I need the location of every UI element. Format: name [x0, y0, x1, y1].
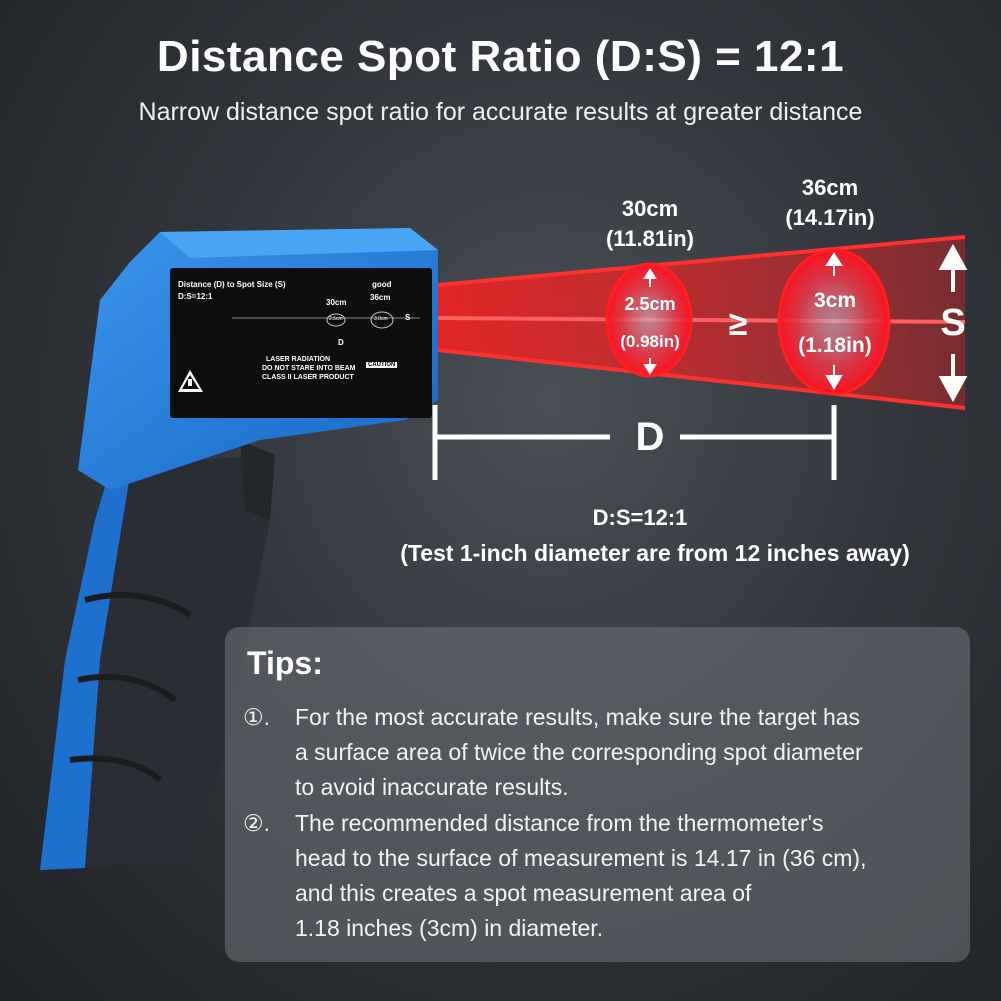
tip-item: ①. For the most accurate results, make s… — [243, 700, 958, 805]
near-spot-in: (0.98in) — [620, 332, 680, 351]
tip-number: ②. — [243, 810, 271, 836]
near-spot-cm: 2.5cm — [624, 294, 676, 314]
page-title: Distance Spot Ratio (D:S) = 12:1 — [156, 32, 845, 81]
near-distance-label: 30cm (11.81in) — [570, 194, 730, 254]
page-subtitle: Narrow distance spot ratio for accurate … — [138, 98, 863, 126]
beam-lower-edge — [437, 348, 966, 410]
d-dimension-label: D — [635, 415, 665, 459]
beam-upper-edge — [437, 235, 966, 287]
ratio-text: D:S=12:1 — [592, 505, 688, 530]
device-label-s: S — [405, 313, 411, 322]
thermometer-device — [40, 228, 438, 870]
device-label-spot2: 3.0cm — [374, 316, 388, 322]
tip-line: 1.18 inches (3cm) in diameter. — [295, 915, 604, 941]
far-distance-in: (14.17in) — [785, 205, 875, 230]
far-spot-in: (1.18in) — [798, 334, 872, 357]
near-spot-circle — [605, 262, 693, 378]
ratio-note: (Test 1-inch diameter are from 12 inches… — [400, 540, 910, 566]
far-distance-cm: 36cm — [801, 175, 859, 200]
device-label-d: D — [338, 338, 344, 347]
device-warning-line2: DO NOT STARE INTO BEAM — [262, 365, 356, 372]
tip-line: head to the surface of measurement is 14… — [295, 845, 867, 871]
device-label-good: good — [372, 280, 392, 289]
device-warning-line3: CLASS II LASER PRODUCT — [262, 374, 354, 381]
tip-line: For the most accurate results, make sure… — [295, 704, 861, 730]
tip-line: The recommended distance from the thermo… — [295, 810, 824, 836]
far-distance-label: 36cm (14.17in) — [750, 173, 910, 233]
tip-item: ②. The recommended distance from the the… — [243, 806, 958, 946]
device-label-heading: Distance (D) to Spot Size (S) — [178, 280, 286, 289]
tip-number: ①. — [243, 704, 271, 730]
tips-panel: Tips: ①. For the most accurate results, … — [225, 627, 970, 962]
device-label-dist1: 30cm — [326, 298, 347, 307]
device-label-ratio: D:S=12:1 — [178, 292, 213, 301]
tips-heading: Tips: — [247, 645, 323, 681]
device-label-spot1: 2.5cm — [329, 316, 343, 322]
s-dimension-label: S — [940, 302, 966, 344]
tip-line: a surface area of twice the correspondin… — [295, 739, 863, 765]
far-spot-cm: 3cm — [813, 289, 857, 312]
warning-triangle-icon — [176, 366, 206, 394]
tip-line: and this creates a spot measurement area… — [295, 880, 752, 906]
near-distance-cm: 30cm — [621, 196, 679, 221]
device-warning-line1: LASER RADIATION — [266, 356, 331, 363]
near-distance-in: (11.81in) — [605, 226, 695, 251]
comparison-symbol: ≥ — [728, 305, 748, 343]
device-label-dist2: 36cm — [370, 293, 391, 302]
device-caution-badge: CAUTION — [366, 362, 398, 368]
tip-line: to avoid inaccurate results. — [295, 774, 569, 800]
far-spot-circle — [777, 248, 891, 396]
